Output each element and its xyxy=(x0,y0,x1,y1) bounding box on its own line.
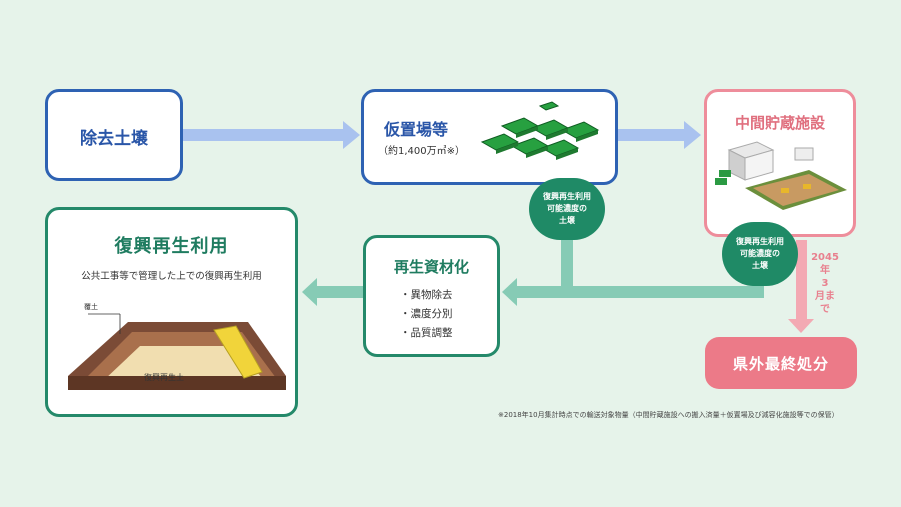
deadline-year: 2045 xyxy=(811,252,839,263)
deadline-month-suffix: 月ま xyxy=(815,291,835,302)
recycling-steps: ・異物除去 ・濃度分別 ・品質調整 xyxy=(400,286,453,343)
temp-storage-title: 仮置場等 xyxy=(384,120,449,139)
recycling-title: 再生資材化 xyxy=(393,258,469,276)
arrow-to-recycling xyxy=(517,286,764,298)
node-interim-storage: 中間貯蔵施設 xyxy=(704,89,856,237)
node-temporary-storage: 仮置場等 （約1,400万㎥※） xyxy=(361,89,618,185)
temp-storage-subtitle: （約1,400万㎥※） xyxy=(378,146,466,157)
arrow-to-reuse xyxy=(317,286,363,298)
arrow-temp-to-interim xyxy=(618,129,684,141)
storage-bags-illustration xyxy=(480,101,600,160)
arrow-head-2 xyxy=(684,121,701,149)
footnote: ※2018年10月集計時点での輸送対象物量（中間貯蔵施設への搬入済量＋仮置場及び… xyxy=(498,411,839,419)
recycling-step: ・異物除去 xyxy=(400,289,453,301)
embankment-illustration xyxy=(68,313,286,390)
recycling-step: ・品質調整 xyxy=(400,327,453,339)
arrow-removed-to-temp xyxy=(183,129,343,141)
badge-temp-line-1: 復興再生利用 xyxy=(543,192,591,201)
reuse-subtitle: 公共工事等で管理した上での復興再生利用 xyxy=(81,271,262,282)
badge-temp-line-3: 土壌 xyxy=(559,216,575,225)
node-recycling: 再生資材化 ・異物除去 ・濃度分別 ・品質調整 xyxy=(363,235,500,357)
badge-interim-line-2: 可能濃度の xyxy=(740,249,780,258)
arrow-temp-down xyxy=(561,225,573,295)
deadline-until: で xyxy=(820,304,830,315)
badge-temp-line-2: 可能濃度の xyxy=(547,204,587,213)
arrow-head-1 xyxy=(343,121,360,149)
arrow-head-5 xyxy=(788,319,814,333)
badge-interim-recyclable-soil: 復興再生利用 可能濃度の 土壌 xyxy=(722,222,798,286)
node-removed-soil: 除去土壌 xyxy=(45,89,183,181)
arrow-to-final xyxy=(796,240,807,320)
badge-interim-line-1: 復興再生利用 xyxy=(736,237,784,246)
removed-soil-title: 除去土壌 xyxy=(80,129,148,149)
interim-storage-title: 中間貯蔵施設 xyxy=(734,114,825,132)
reuse-title: 復興再生利用 xyxy=(114,236,229,257)
arrow-head-4 xyxy=(302,278,317,306)
interim-facility-illustration xyxy=(715,141,847,210)
deadline-text: 2045 年 3 月ま で xyxy=(810,251,840,316)
node-reuse: 復興再生利用 公共工事等で管理した上での復興再生利用 覆土 復興再生土 xyxy=(45,207,298,417)
badge-temp-recyclable-soil: 復興再生利用 可能濃度の 土壌 xyxy=(529,178,605,240)
deadline-month: 3 xyxy=(821,278,829,289)
arrow-head-3 xyxy=(502,278,517,306)
deadline-year-suffix: 年 xyxy=(820,265,830,276)
node-final-disposal: 県外最終処分 xyxy=(705,337,857,389)
recycled-soil-label: 復興再生土 xyxy=(144,373,184,382)
cover-soil-label: 覆土 xyxy=(84,303,98,311)
recycling-step: ・濃度分別 xyxy=(400,308,453,320)
badge-interim-line-3: 土壌 xyxy=(752,261,768,270)
